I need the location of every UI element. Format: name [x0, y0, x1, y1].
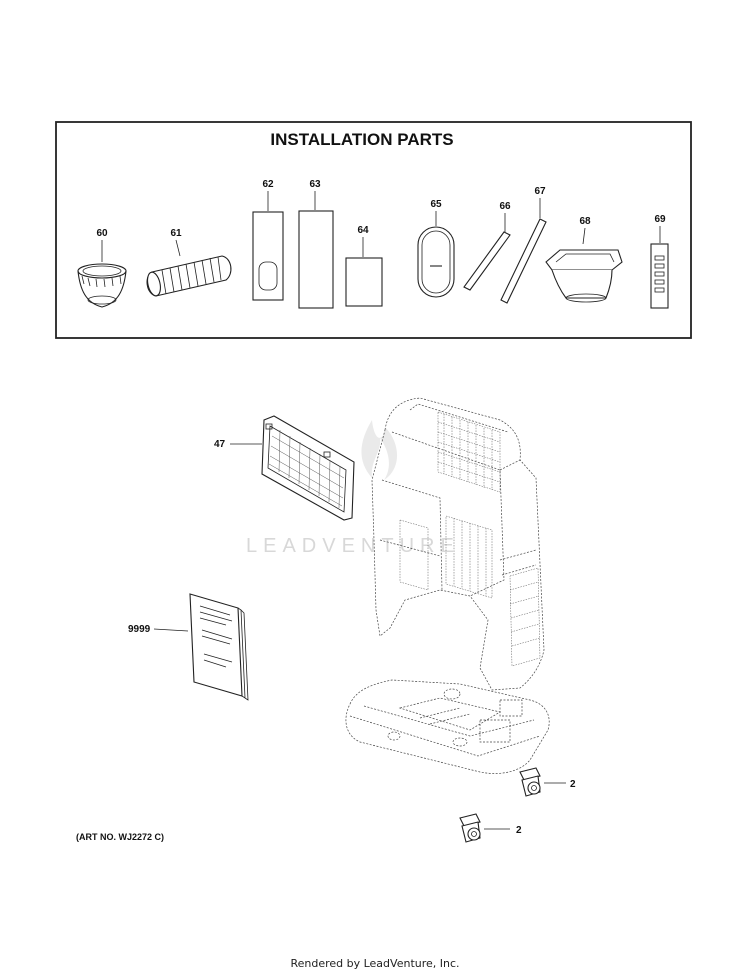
part-64-foam-seal[interactable]: 64	[345, 225, 383, 307]
installation-parts-title: INSTALLATION PARTS	[270, 130, 453, 149]
part-label-47: 47	[214, 439, 226, 450]
installation-parts-panel: INSTALLATION PARTS	[55, 121, 692, 339]
part-label-67: 67	[534, 186, 546, 197]
part-69-remote-control[interactable]: 69	[650, 214, 669, 309]
part-68-window-adapter[interactable]: 68	[545, 216, 623, 303]
part-2-caster-lower[interactable]: 2	[459, 813, 522, 843]
part-label-68: 68	[579, 216, 591, 227]
cabinet-rear-housing	[371, 397, 545, 691]
part-label-62: 62	[262, 179, 274, 190]
part-label-64: 64	[357, 225, 369, 236]
part-label-2-lower: 2	[516, 825, 522, 836]
part-label-9999: 9999	[128, 624, 151, 635]
part-9999-owners-manual[interactable]: 9999	[128, 593, 249, 701]
part-label-65: 65	[430, 199, 442, 210]
part-label-63: 63	[309, 179, 321, 190]
part-47-filter-grille[interactable]: 47	[214, 415, 355, 521]
part-61-exhaust-hose[interactable]: 61	[145, 228, 232, 297]
watermark: LEADVENTURE	[246, 535, 460, 557]
part-label-2-upper: 2	[570, 779, 576, 790]
part-60-exhaust-adapter[interactable]: 60	[77, 228, 127, 308]
part-label-61: 61	[170, 228, 182, 239]
part-66-foam-strip[interactable]: 66	[463, 201, 511, 291]
cabinet-base	[345, 679, 550, 774]
art-number: (ART NO. WJ2272 C)	[76, 832, 164, 842]
watermark-flame-icon	[361, 420, 398, 480]
footer-credit: Rendered by LeadVenture, Inc.	[290, 957, 459, 970]
part-label-69: 69	[654, 214, 666, 225]
part-65-window-seal[interactable]: 65	[417, 199, 455, 298]
part-label-66: 66	[499, 201, 511, 212]
part-62-window-panel[interactable]: 62	[252, 179, 284, 301]
part-label-60: 60	[96, 228, 108, 239]
part-67-foam-strip-long[interactable]: 67	[500, 186, 547, 304]
part-2-caster-upper[interactable]: 2	[519, 767, 576, 797]
part-63-window-panel-extension[interactable]: 63	[298, 179, 334, 309]
